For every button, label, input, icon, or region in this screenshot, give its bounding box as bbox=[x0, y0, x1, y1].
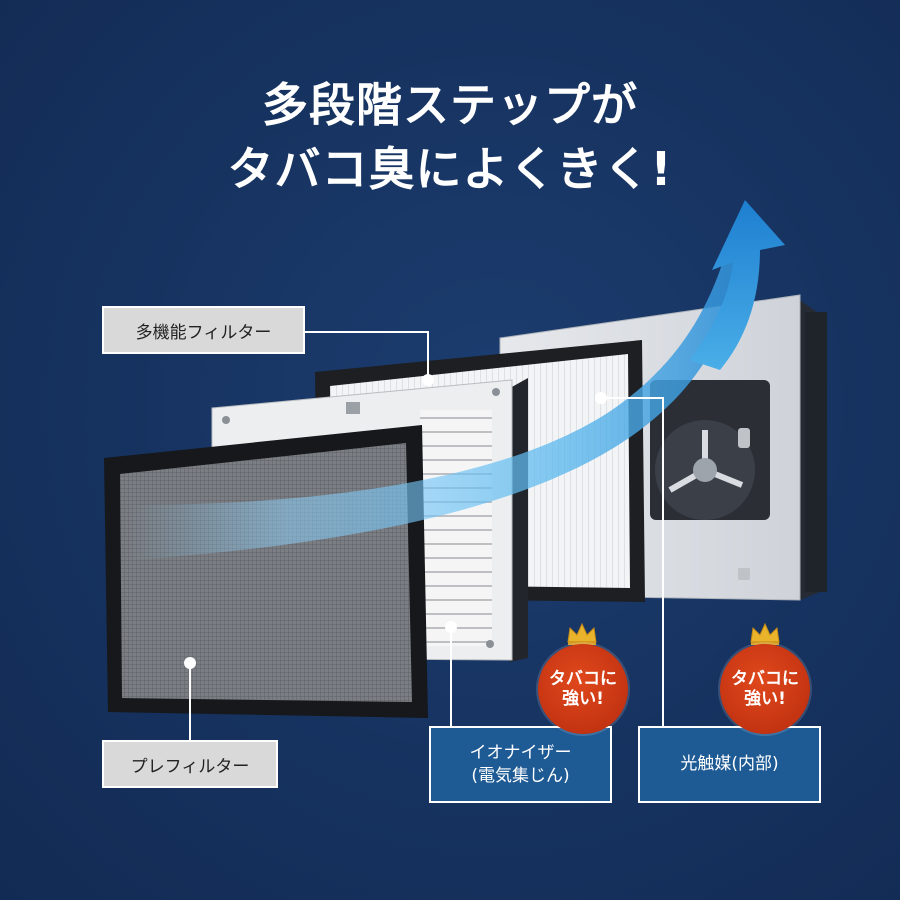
ionizer-label-line-2: (電気集じん) bbox=[471, 765, 570, 786]
pre-filter bbox=[104, 425, 428, 718]
multi-function-filter-label-text: 多機能フィルター bbox=[135, 322, 272, 343]
tobacco-badge-2: タバコに 強い! bbox=[720, 644, 810, 734]
badge-1-line-2: 強い! bbox=[562, 689, 604, 709]
badge-2-line-2: 強い! bbox=[744, 689, 786, 709]
headline-line-1: 多段階ステップが bbox=[262, 78, 638, 132]
badge-1-line-1: タバコに bbox=[549, 668, 617, 689]
pre-filter-label-text: プレフィルター bbox=[130, 756, 250, 777]
airflow-band bbox=[130, 255, 745, 560]
crown-icon bbox=[750, 622, 780, 645]
crown-icon bbox=[567, 622, 597, 645]
tobacco-badge-1: タバコに 強い! bbox=[538, 644, 628, 734]
ionizer-label-line-1: イオナイザー bbox=[469, 742, 572, 763]
headline-line-2: タバコ臭によくきく! bbox=[227, 142, 673, 196]
photocatalyst-label: 光触媒(内部) bbox=[638, 726, 821, 803]
badge-2-line-1: タバコに bbox=[731, 668, 799, 689]
leader-lines bbox=[184, 331, 664, 766]
airflow-arrow-icon bbox=[690, 200, 785, 370]
ionizer-label: イオナイザー (電気集じん) bbox=[429, 726, 612, 803]
photocatalyst-label-text: 光触媒(内部) bbox=[680, 754, 779, 775]
pre-filter-label: プレフィルター bbox=[102, 740, 278, 788]
multi-function-filter-label: 多機能フィルター bbox=[102, 306, 305, 354]
